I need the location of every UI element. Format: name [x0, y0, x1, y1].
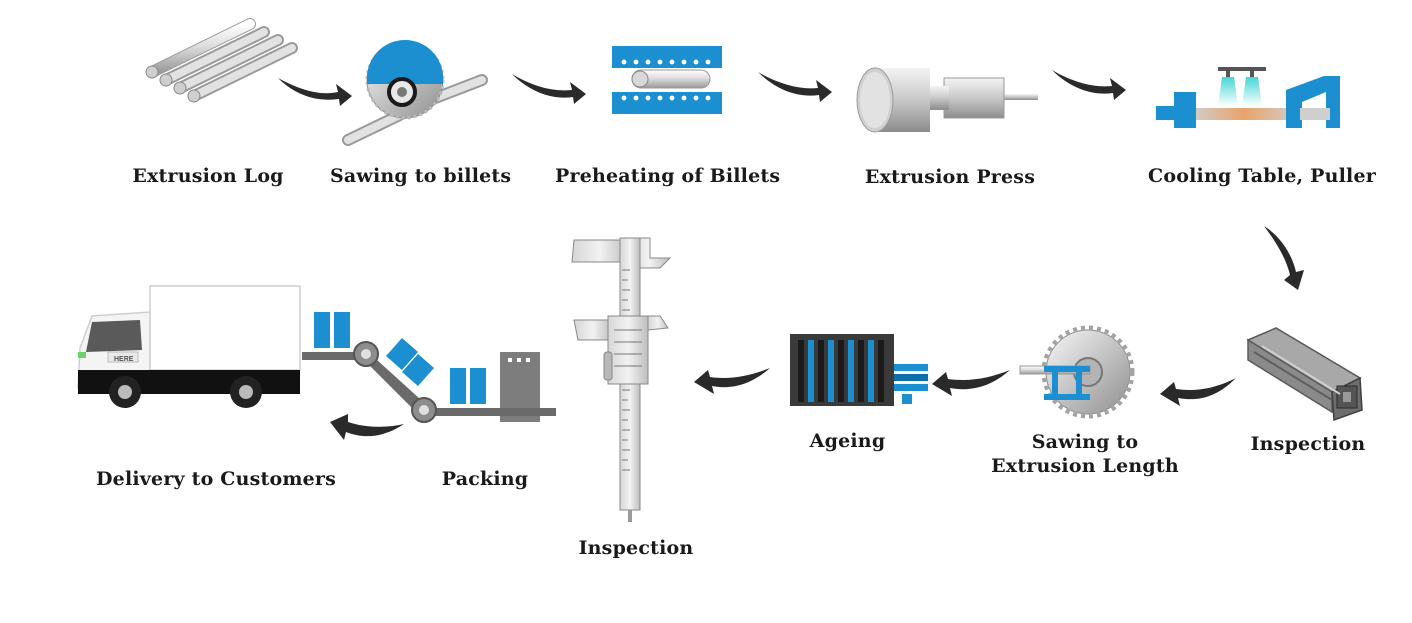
step-label-inspection-caliper: Inspection: [578, 537, 694, 559]
extrusion-logs-icon: [145, 18, 298, 103]
flow-arrow-7: [932, 370, 1010, 396]
flow-arrow-3: [758, 72, 832, 102]
truck-door-text: HERE: [114, 356, 134, 363]
delivery-truck-icon: HERE: [77, 285, 301, 408]
step-label-preheating: Preheating of Billets: [555, 165, 781, 187]
step-label-sawing-length-line1: Sawing to: [1031, 431, 1139, 453]
flow-arrow-6: [1160, 378, 1236, 406]
vernier-caliper-icon: [571, 237, 672, 522]
packing-conveyor-icon: [302, 312, 556, 423]
length-saw-icon: [1019, 325, 1135, 419]
cooling-table-icon: [1156, 67, 1340, 128]
step-label-ageing: Ageing: [809, 430, 886, 452]
step-label-sawing-to-billets: Sawing to billets: [330, 165, 512, 187]
flow-arrow-1: [278, 78, 352, 106]
extrusion-press-icon: [856, 67, 1038, 133]
step-label-inspection-profile: Inspection: [1250, 433, 1366, 455]
flow-arrow-2: [512, 74, 586, 104]
step-label-extrusion-log: Extrusion Log: [132, 165, 284, 187]
billet-furnace-icon: [612, 46, 722, 114]
flow-arrows: [278, 70, 1304, 440]
step-label-delivery: Delivery to Customers: [96, 468, 337, 490]
flow-arrow-5: [1264, 226, 1304, 290]
ageing-oven-icon: [790, 334, 928, 406]
step-label-packing: Packing: [441, 468, 529, 490]
circular-saw-icon: [342, 40, 488, 146]
aluminum-profile-icon: [1246, 327, 1363, 422]
flow-arrow-8: [694, 368, 770, 394]
flow-arrow-9: [330, 414, 404, 440]
step-label-extrusion-press: Extrusion Press: [864, 166, 1036, 188]
step-label-sawing-length-line2: Extrusion Length: [991, 455, 1179, 477]
flow-arrow-4: [1052, 70, 1126, 100]
step-label-cooling-table: Cooling Table, Puller: [1148, 165, 1376, 187]
